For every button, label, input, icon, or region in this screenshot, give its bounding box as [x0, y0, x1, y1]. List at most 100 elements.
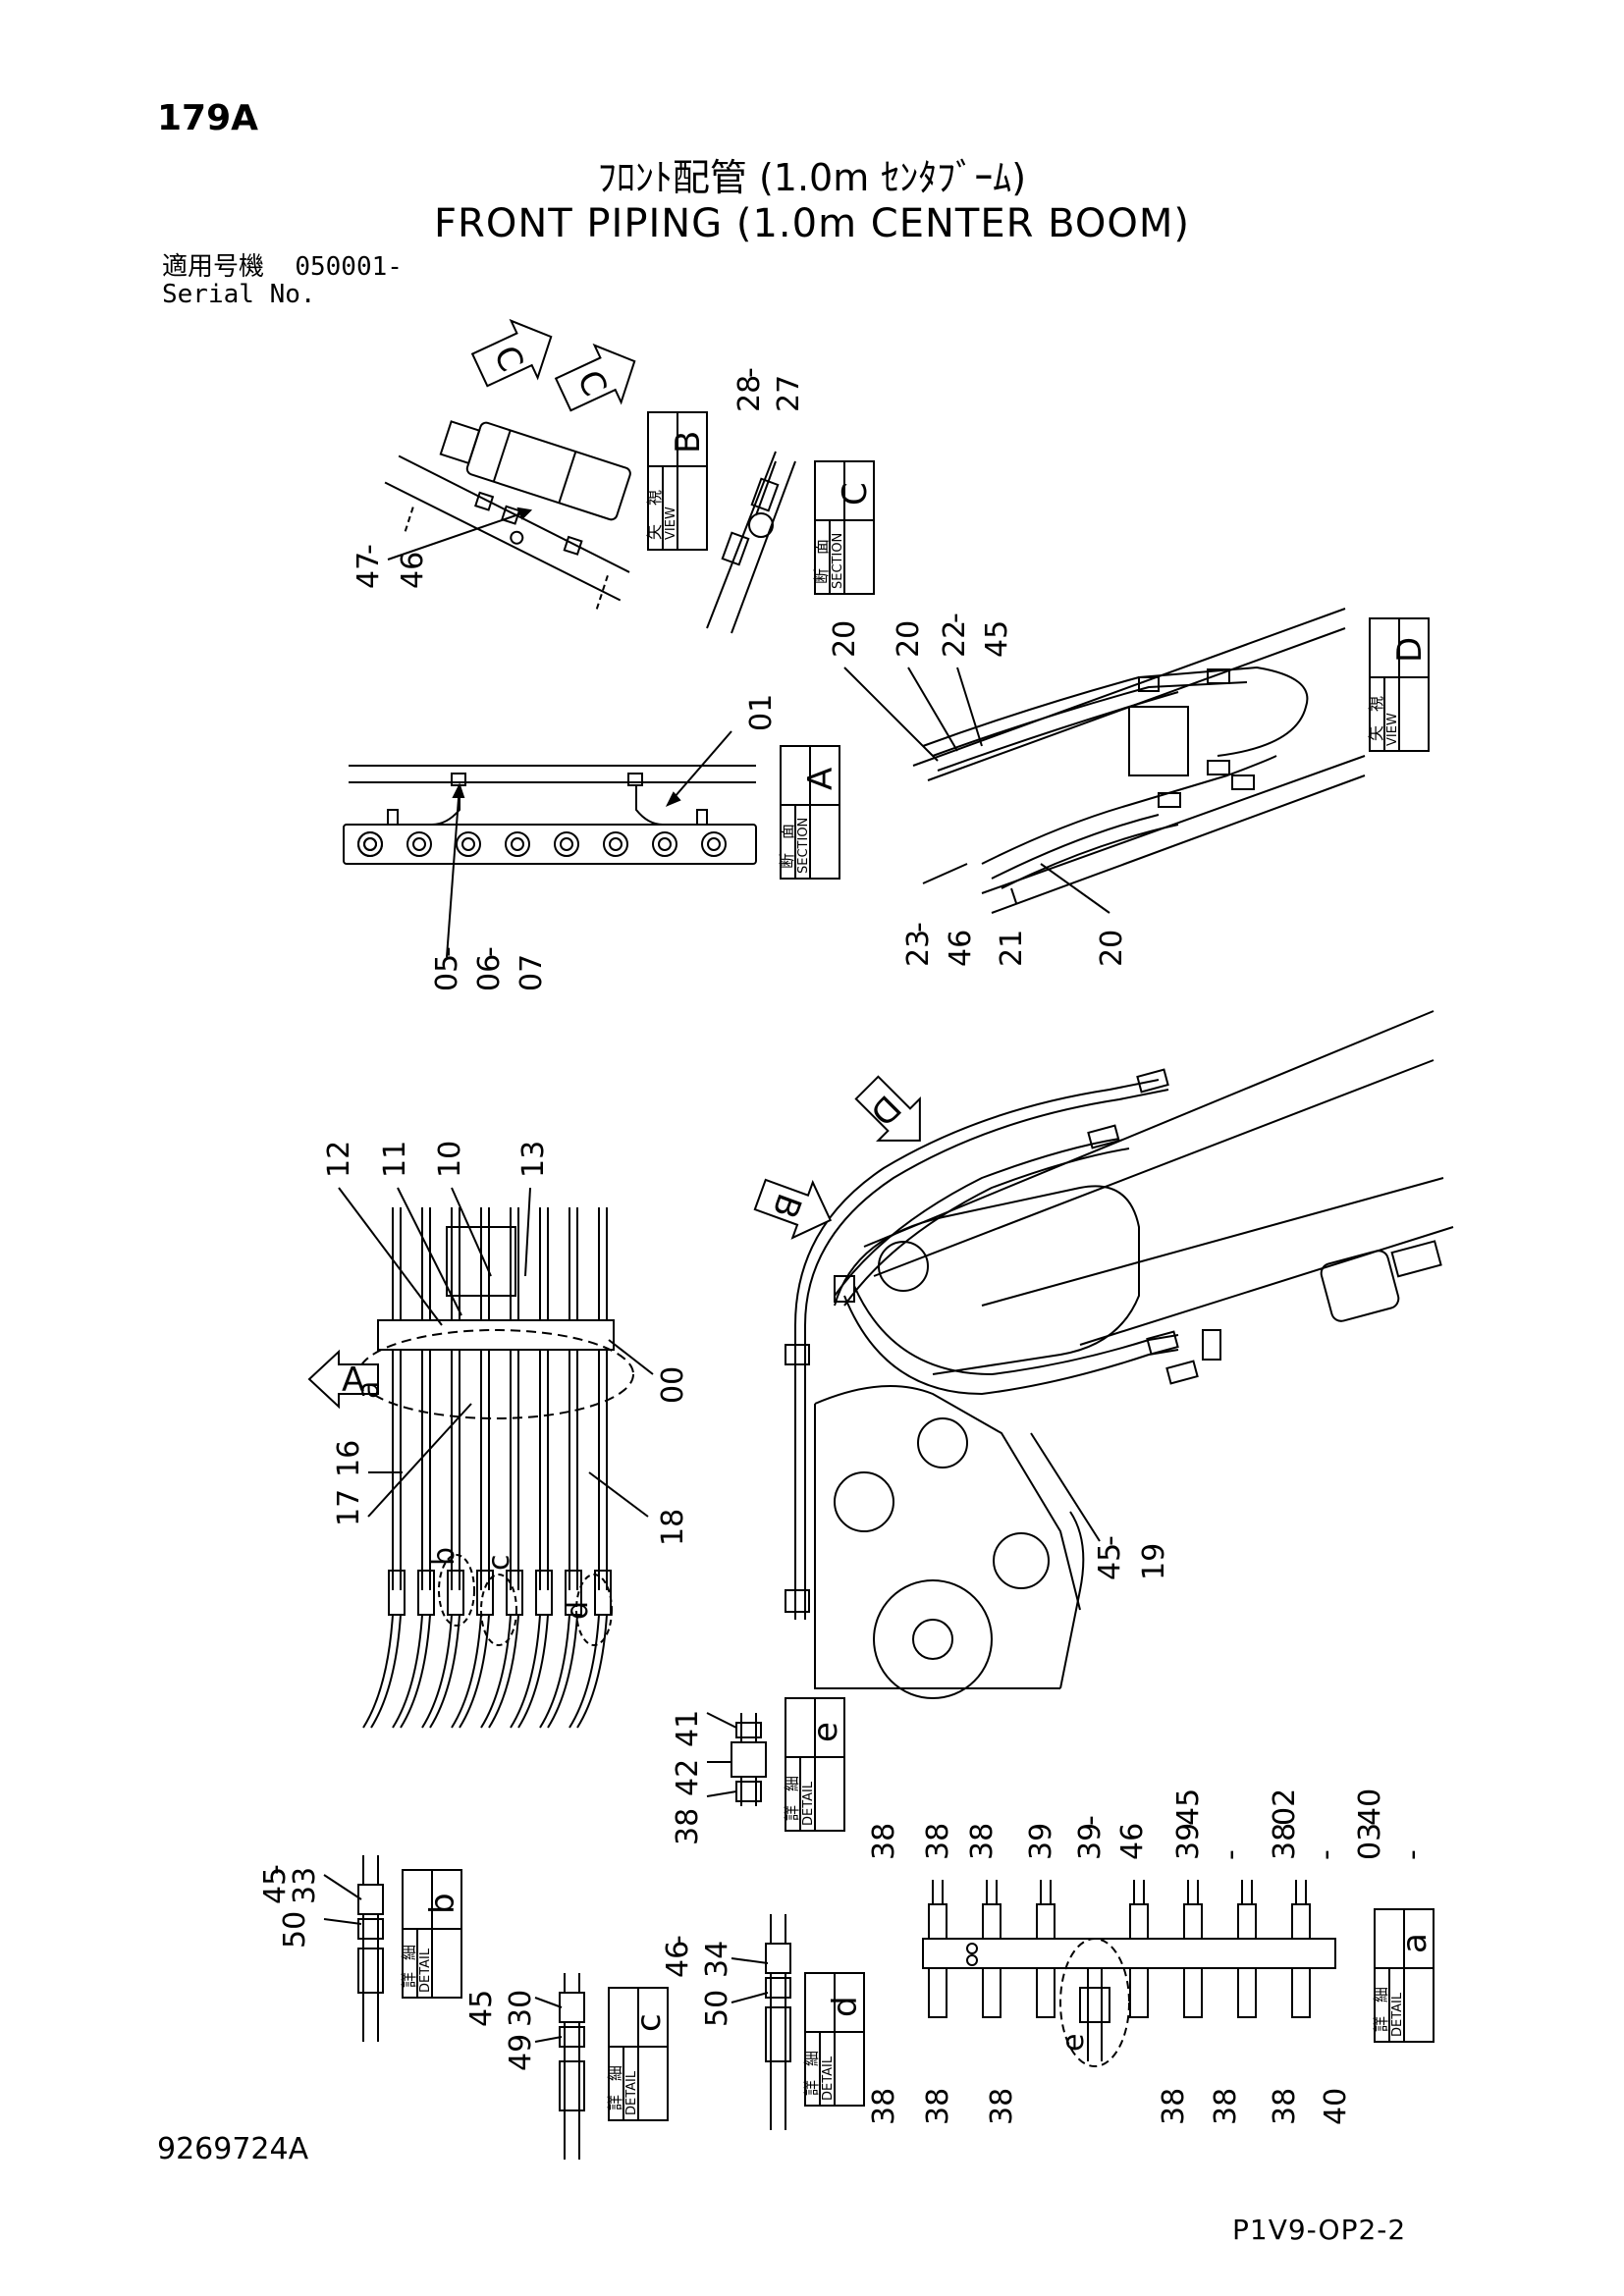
port-hole [701, 831, 727, 857]
port-fitting [1036, 1967, 1056, 2018]
svg-text:45: 45 [258, 1867, 293, 1904]
serial-block: 適用号機 050001- Serial No. [162, 253, 403, 308]
svg-text:45: 45 [980, 620, 1014, 658]
port-fitting [928, 1903, 947, 1940]
port-hole-inner [412, 837, 426, 851]
svg-text:00: 00 [656, 1366, 690, 1404]
svg-text:38: 38 [1209, 2088, 1243, 2125]
svg-text:視: 視 [1367, 696, 1385, 712]
svg-text:e: e [1056, 2034, 1091, 2052]
port-fitting [1291, 1903, 1311, 1940]
boom-callouts: 45 - 19 [1093, 1535, 1171, 1580]
detail-c-box: c 詳 細 DETAIL [606, 1987, 669, 2121]
hose-fitting [388, 1570, 406, 1616]
hose [451, 1614, 482, 1729]
page-number: 179A [157, 98, 259, 138]
section-a-illustration [343, 730, 757, 958]
svg-text:38: 38 [1268, 2088, 1302, 2125]
svg-text:18: 18 [656, 1509, 690, 1546]
serial-label-jp: 適用号機 [162, 252, 265, 282]
svg-text:13: 13 [516, 1141, 551, 1178]
svg-text:02: 02 [1268, 1789, 1302, 1826]
svg-text:a: a [1395, 1933, 1435, 1953]
serial-value: 050001- [295, 252, 403, 282]
hose [429, 1614, 460, 1729]
view-arrow-b: B [753, 1178, 833, 1240]
section-a-holes [357, 831, 727, 857]
svg-text:d: d [561, 1601, 595, 1620]
svg-text:39: 39 [1171, 1823, 1206, 1860]
svg-text:19: 19 [1137, 1543, 1171, 1580]
svg-text:46: 46 [661, 1941, 695, 1978]
svg-text:38: 38 [867, 2088, 901, 2125]
hose [517, 1614, 549, 1729]
detail-b-box: b 詳 細 DETAIL [400, 1869, 462, 1999]
svg-text:-: - [938, 613, 972, 623]
svg-text:a: a [352, 1381, 386, 1399]
view-arrow-a: A [307, 1349, 379, 1410]
svg-text:-: - [1309, 1849, 1343, 1860]
svg-text:30: 30 [504, 1990, 538, 2027]
svg-text:46: 46 [944, 930, 978, 967]
view-arrow-d: D [854, 1075, 921, 1142]
svg-text:45: 45 [1171, 1789, 1206, 1826]
svg-text:50: 50 [278, 1911, 312, 1949]
hose [370, 1614, 402, 1729]
manifold-illustration: A [307, 1207, 634, 1729]
svg-text:39: 39 [1073, 1823, 1108, 1860]
detail-a-ports [928, 1880, 1311, 2018]
svg-text:断: 断 [778, 853, 796, 869]
svg-text:e: e [806, 1722, 845, 1742]
svg-text:SECTION: SECTION [831, 533, 845, 589]
port-hole [603, 831, 628, 857]
hose [392, 1614, 423, 1729]
detail-c-callouts: 45 30 49 [464, 1990, 538, 2071]
hose [459, 1614, 490, 1729]
svg-text:面: 面 [778, 824, 796, 839]
view-d-callouts: 20 20 22 - 45 23 - 46 21 20 [828, 613, 1129, 967]
port-hole-inner [707, 837, 721, 851]
drawing-number: 9269724A [157, 2132, 309, 2166]
hose [576, 1614, 608, 1729]
svg-text:23: 23 [901, 930, 936, 967]
hose [568, 1614, 600, 1729]
svg-text:DETAIL: DETAIL [624, 2070, 639, 2115]
svg-text:-: - [1093, 1535, 1127, 1546]
view-b-box: B 矢 視 VIEW [645, 411, 708, 551]
port-fitting [1183, 1967, 1203, 2018]
svg-text:38: 38 [921, 2088, 955, 2125]
detail-a-callouts: 38 38 38 39 39 - 46 39 45 - 38 02 - 03 4… [867, 1789, 1430, 2125]
sheet-code: P1V9-OP2-2 [1232, 2214, 1407, 2246]
section-c-box: C 断 面 SECTION [812, 460, 875, 595]
manifold-leaders [338, 1187, 654, 1518]
svg-text:-: - [258, 1864, 293, 1875]
svg-text:38: 38 [1268, 1823, 1302, 1860]
hose-fitting [447, 1570, 464, 1616]
svg-text:12: 12 [322, 1141, 356, 1178]
hose-fitting [506, 1570, 523, 1616]
svg-text:38: 38 [671, 1808, 705, 1845]
svg-text:20: 20 [1095, 930, 1129, 967]
detail-d-box: d 詳 細 DETAIL [802, 1972, 865, 2107]
port-hole [406, 831, 432, 857]
port-hole-inner [609, 837, 623, 851]
svg-text:C: C [836, 482, 875, 506]
port-fitting [1036, 1903, 1056, 1940]
section-c-illustration [706, 451, 796, 634]
svg-text:49: 49 [504, 2034, 538, 2071]
svg-text:面: 面 [812, 539, 831, 555]
hose [539, 1614, 570, 1729]
section-a-callouts: 01 05 - 06 - 07 [430, 694, 779, 991]
svg-text:16: 16 [332, 1440, 366, 1477]
hose-fitting [565, 1570, 582, 1616]
svg-text:詳: 詳 [606, 2095, 624, 2110]
svg-text:-: - [732, 367, 767, 378]
svg-text:c: c [482, 1555, 516, 1572]
svg-text:細: 細 [783, 1776, 801, 1791]
svg-text:39: 39 [1024, 1823, 1058, 1860]
svg-text:38: 38 [921, 1823, 955, 1860]
svg-text:A: A [342, 1361, 364, 1400]
svg-text:視: 視 [645, 490, 664, 506]
detail-a-box: a 詳 細 DETAIL [1372, 1908, 1435, 2043]
